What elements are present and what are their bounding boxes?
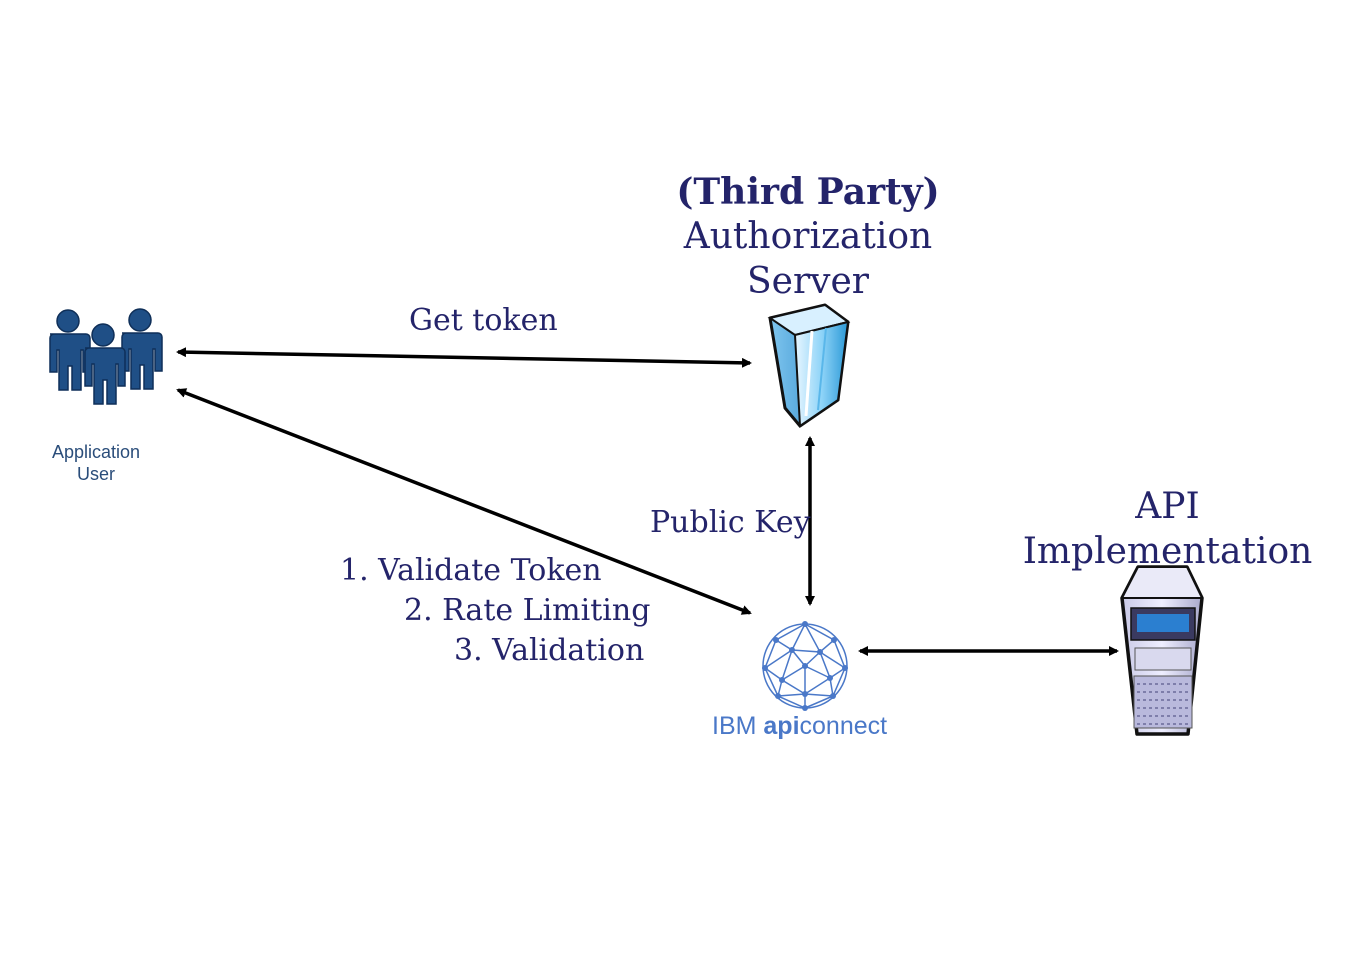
- api-impl-title-line1: API: [1135, 486, 1200, 527]
- auth-server-title: (Third Party) Authorization Server: [648, 170, 968, 304]
- application-user-label: Application User: [36, 441, 156, 485]
- get-token-arrow: [176, 347, 752, 368]
- ibm-brand-bold: api: [763, 712, 800, 740]
- validate-token-label: 1. Validate Token: [340, 553, 602, 588]
- ibm-brand-prefix: IBM: [712, 712, 764, 740]
- server-computer-icon: [1120, 565, 1204, 736]
- get-token-label: Get token: [409, 303, 558, 338]
- ibm-apiconnect-logo: IBM apiconnect: [712, 712, 887, 741]
- public-key-label: Public Key: [650, 505, 811, 540]
- rate-limiting-label: 2. Rate Limiting: [404, 593, 651, 628]
- application-user-label-line1: Application: [51, 442, 141, 462]
- server-tower-icon: [767, 303, 851, 428]
- auth-server-title-line3: Server: [746, 261, 870, 302]
- ibm-brand-suffix: connect: [799, 712, 888, 740]
- geodesic-sphere-icon: [762, 621, 848, 711]
- api-impl-title: API Implementation: [1020, 484, 1315, 574]
- application-user-label-line2: User: [76, 464, 115, 484]
- auth-server-title-line1: (Third Party): [676, 171, 940, 213]
- validate-arrow: [176, 388, 752, 615]
- auth-server-title-line2: Authorization: [683, 216, 933, 257]
- api-impl-title-line2: Implementation: [1022, 531, 1313, 572]
- validation-label: 3. Validation: [454, 633, 645, 668]
- users-group-icon: [49, 308, 163, 405]
